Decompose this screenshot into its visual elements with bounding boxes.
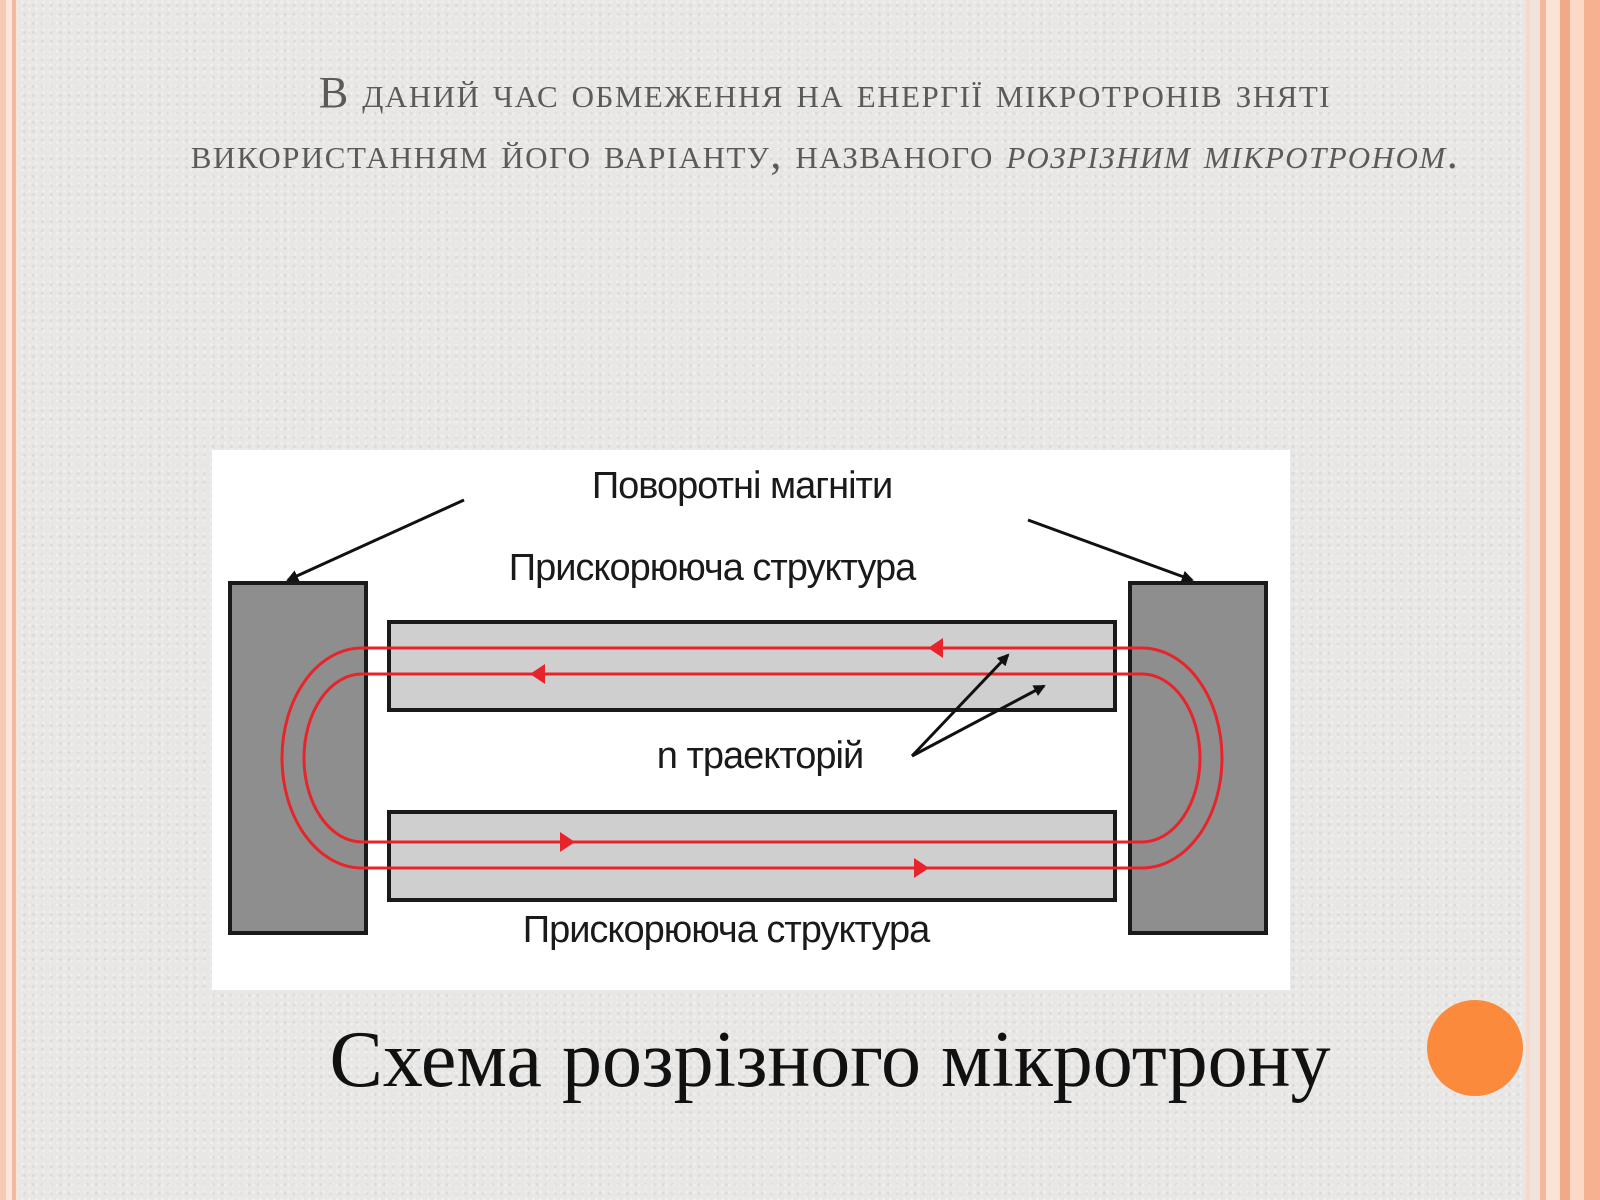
- pointer-arrow-trajectory-1: [910, 653, 1010, 758]
- heading-first-letter: В: [318, 68, 350, 117]
- inner-trajectory-right-turn: [1115, 672, 1202, 844]
- left-bending-magnet: [228, 581, 368, 935]
- decorative-orange-circle: [1427, 1000, 1523, 1096]
- pointer-arrow-left-magnet: [286, 498, 465, 582]
- pointer-arrow-trajectory-2: [911, 684, 1046, 758]
- outer-trajectory-right-turn: [1115, 646, 1224, 870]
- slide-heading: В даний час обмеження на енергії мікротр…: [175, 62, 1475, 184]
- label-bending-magnets: Поворотні магніти: [592, 465, 892, 507]
- direction-arrow-right-1: [560, 832, 575, 852]
- microtron-diagram-svg: Поворотні магніти Прискорююча структура …: [228, 465, 1268, 951]
- heading-text: даний час обмеження на енергії мікротрон…: [190, 68, 1332, 178]
- direction-arrow-left-1: [928, 638, 943, 658]
- outer-trajectory-left-turn: [280, 646, 389, 870]
- direction-arrow-left-2: [530, 664, 545, 684]
- left-decorative-border: [0, 0, 20, 1200]
- direction-arrow-right-2: [914, 858, 929, 878]
- right-decorative-border: [1526, 0, 1600, 1200]
- label-n-trajectories: n траекторій: [657, 735, 863, 777]
- heading-end: .: [1446, 129, 1460, 178]
- pointer-arrow-right-magnet: [1027, 518, 1194, 583]
- microtron-diagram: Поворотні магніти Прискорююча структура …: [212, 450, 1290, 990]
- label-accelerating-structure-top: Прискорююча структура: [509, 547, 917, 589]
- heading-emphasis: розрізним мікротроном: [1006, 129, 1447, 178]
- right-bending-magnet: [1128, 581, 1268, 935]
- top-accelerating-structure: [387, 620, 1117, 712]
- label-accelerating-structure-bottom: Прискорююча структура: [523, 909, 931, 951]
- diagram-caption: Схема розрізного мікротрону: [329, 1016, 1331, 1104]
- bottom-accelerating-structure: [387, 810, 1117, 902]
- inner-trajectory-left-turn: [302, 672, 389, 844]
